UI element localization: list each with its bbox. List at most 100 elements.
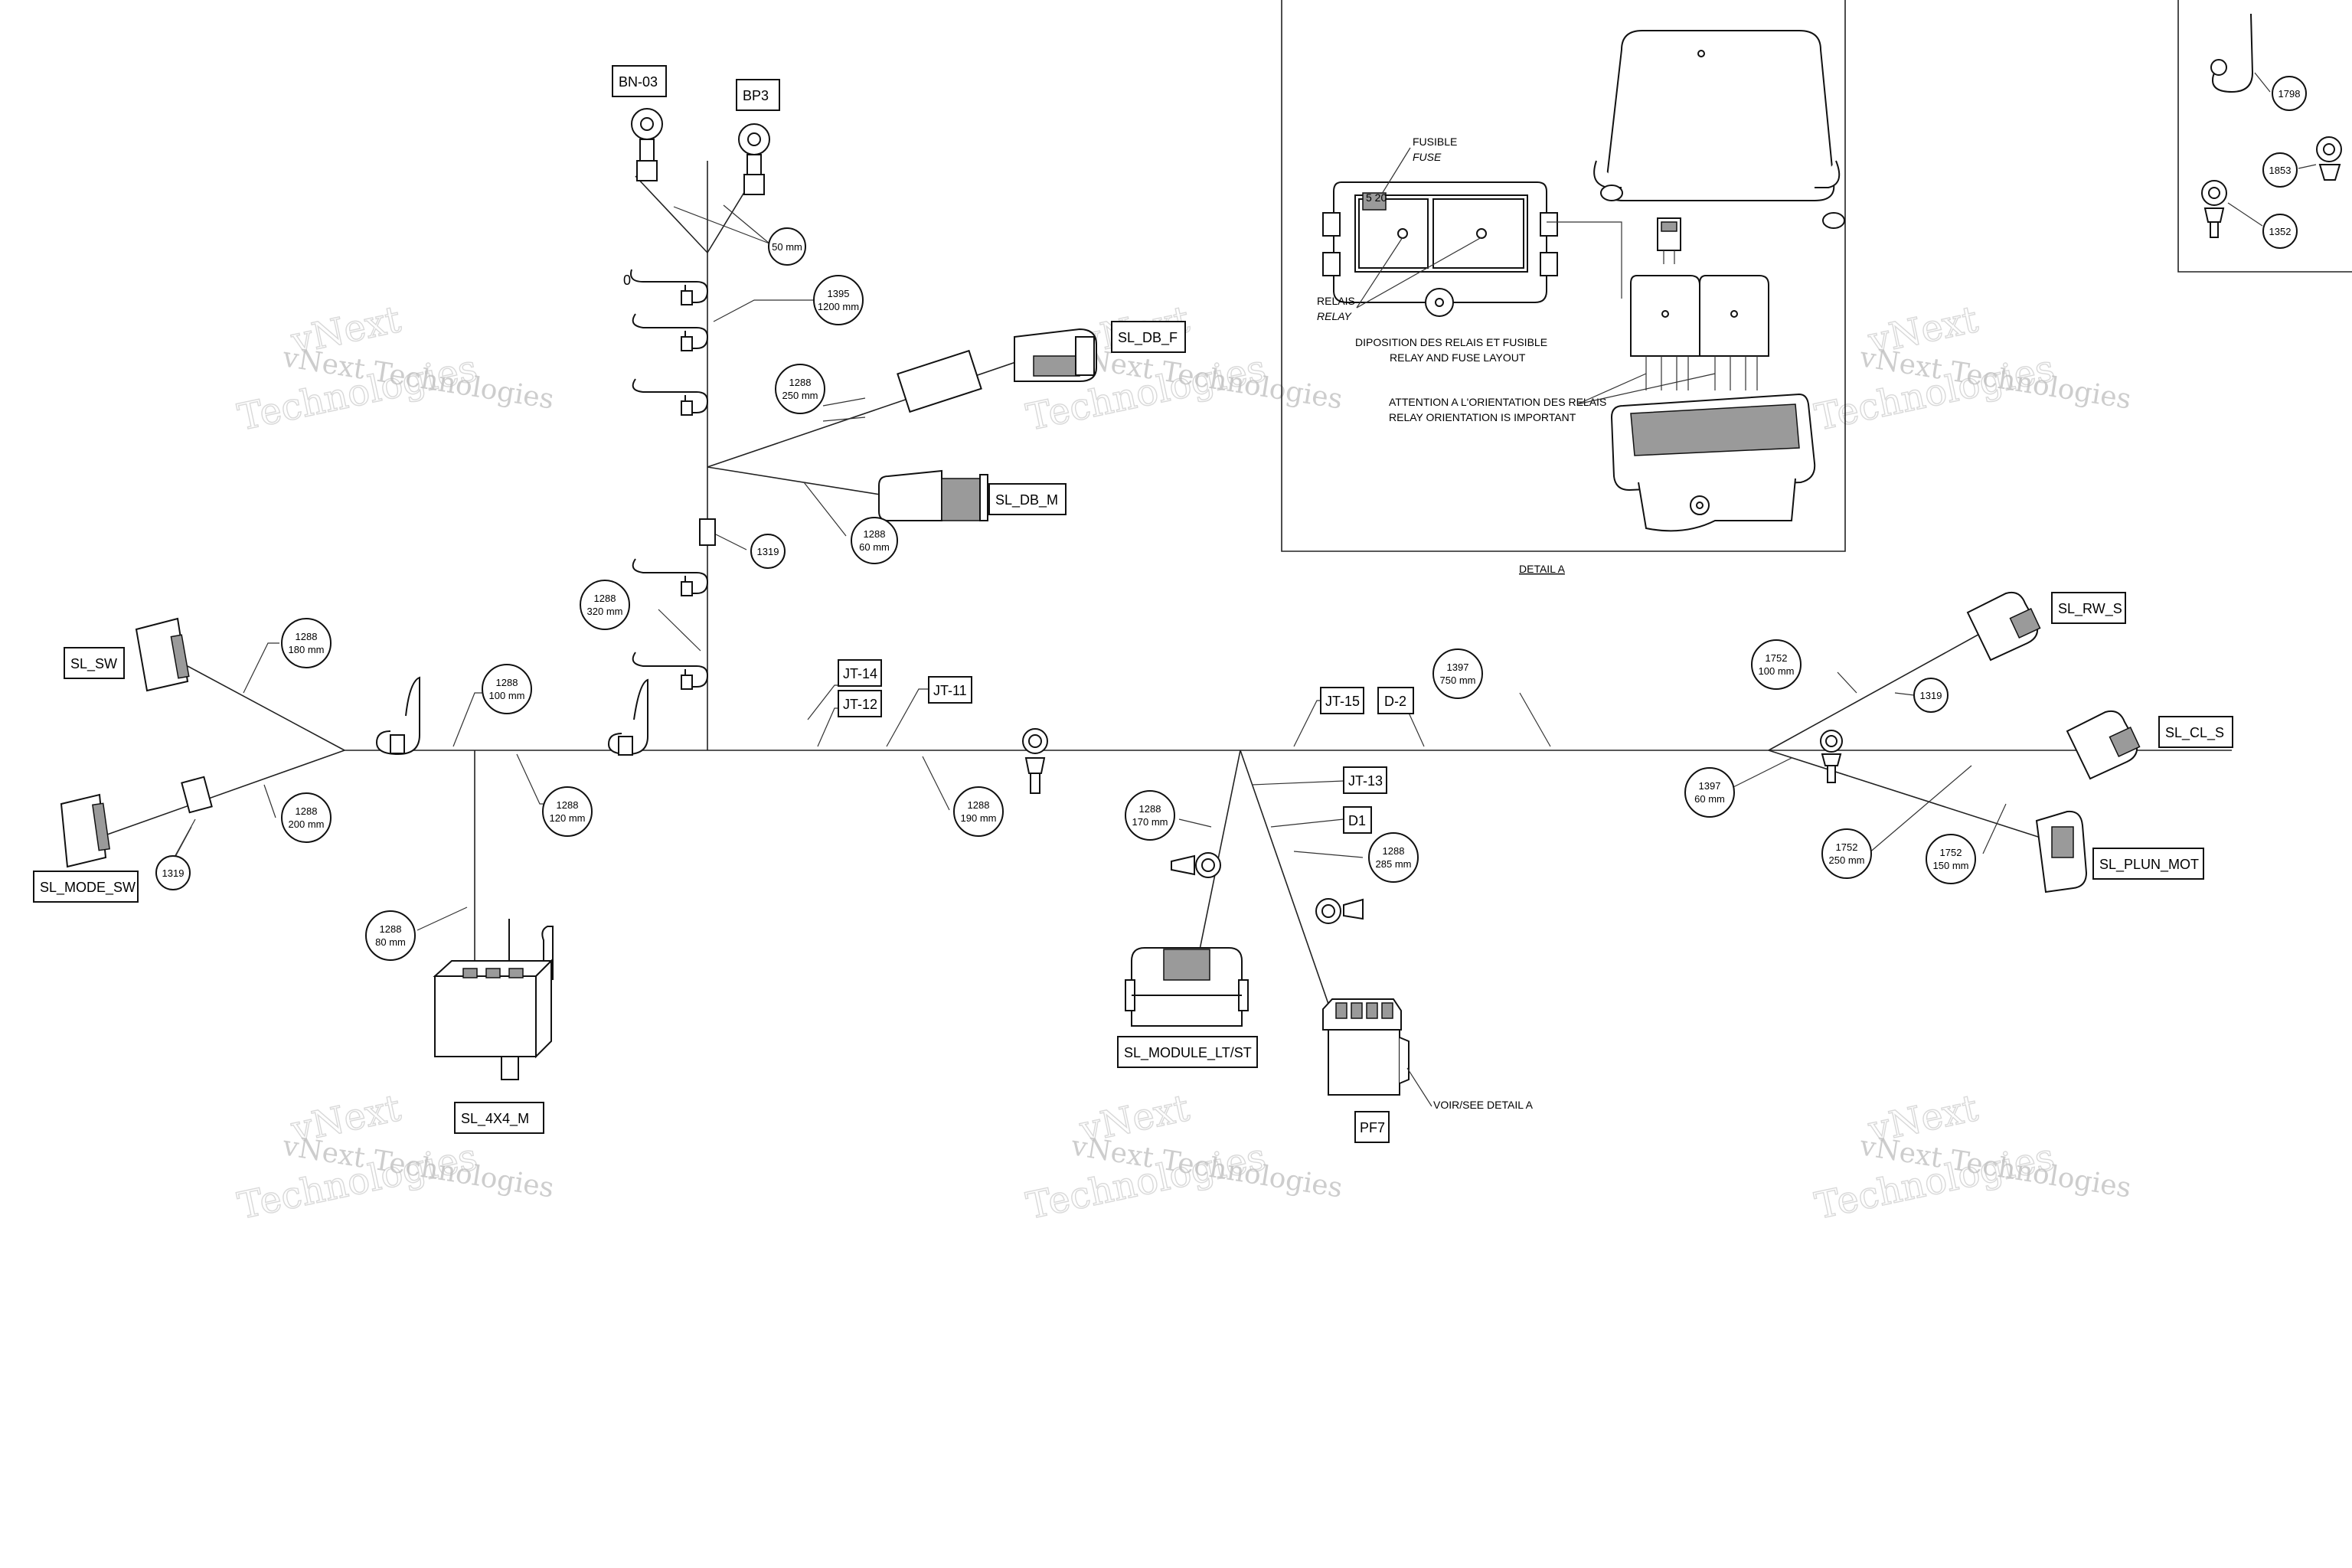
connector-sl-rw-s (1966, 591, 2041, 662)
wire-sl-rw-s (1768, 627, 1991, 751)
connector-label-box-sl-sw (64, 647, 125, 679)
connector-label-box-pf7 (1354, 1111, 1390, 1143)
mini-fuse-icon (1657, 217, 1681, 264)
detail-a-title: DETAIL A (1519, 563, 1566, 575)
junction-label-jt11: JT-11 (933, 683, 967, 698)
junction-label-jt14: JT-14 (843, 666, 877, 681)
connector-label-box-sl-db-m (988, 483, 1067, 515)
junction-label-d1: D1 (1348, 813, 1366, 828)
connector-label-sl-mode-sw: SL_MODE_SW (40, 880, 136, 896)
junction-box-d2 (1377, 687, 1414, 714)
connector-label-box-sl-cl-s (2158, 716, 2233, 748)
svg-text:250 mm: 250 mm (782, 390, 818, 401)
fuse-box-base (1610, 393, 1816, 532)
attention-label-fr: ATTENTION A L'ORIENTATION DES RELAIS (1389, 396, 1606, 408)
part-bubble: 1288 250 mm (775, 364, 825, 414)
svg-text:1288: 1288 (296, 805, 318, 817)
hardware-inset-frame (2177, 0, 2352, 273)
watermark-bottom-right: vNext Technologies vNext Technologies (1811, 1086, 2133, 1228)
part-bubble: 1853 (2262, 152, 2298, 188)
connector-label-box-sl-rw-s (2051, 592, 2126, 624)
svg-text:1319: 1319 (1920, 690, 1942, 701)
hardware-inset: 1798 1853 1352 (2177, 0, 2352, 273)
push-clip-icon (2201, 180, 2227, 238)
p-clamp-icon (607, 678, 648, 756)
wire-sl-sw (187, 665, 345, 751)
svg-text:1853: 1853 (2269, 165, 2292, 176)
junction-box-jt11 (928, 676, 972, 704)
svg-text:320 mm: 320 mm (587, 606, 623, 617)
svg-text:170 mm: 170 mm (1132, 816, 1168, 828)
detail-a-panel: FUSIBLE FUSE 5 20 RELAIS RELAY DIPOSITIO… (1281, 0, 1846, 575)
leader-lines (169, 204, 2007, 931)
watermark-top-right: vNext Technologies vNext Technologies (1811, 297, 2133, 439)
wire-pf7 (1240, 750, 1337, 1027)
svg-text:1288: 1288 (789, 377, 812, 388)
push-clip-icon (2316, 136, 2342, 181)
part-bubble: 1319 (155, 855, 191, 890)
svg-text:1288: 1288 (864, 528, 886, 540)
p-clamp-icon (2210, 13, 2254, 93)
heat-shrink-sleeve (897, 349, 982, 413)
svg-text:1288: 1288 (380, 923, 402, 935)
fuse-box-cover (1593, 30, 1845, 229)
wire-module (1197, 750, 1241, 958)
connector-label-pf7: PF7 (1360, 1120, 1385, 1135)
connector-label-box-bn03 (612, 65, 667, 97)
part-bubble: 50 mm (768, 227, 806, 266)
wire-sl-mode-sw (106, 750, 345, 835)
svg-text:1288: 1288 (968, 799, 990, 811)
wire-bn03 (635, 175, 708, 253)
svg-text:1319: 1319 (162, 867, 185, 879)
svg-text:1395: 1395 (828, 288, 850, 299)
connector-label-sl-4x4-m: SL_4X4_M (461, 1111, 529, 1127)
part-bubble: 1288 180 mm (281, 618, 332, 668)
attention-label-en: RELAY ORIENTATION IS IMPORTANT (1389, 411, 1576, 423)
junction-label-d2: D-2 (1384, 694, 1406, 709)
push-clip-icon (1820, 730, 1843, 783)
p-clamp-icon (632, 378, 709, 416)
watermark-bottom-center: vNext Technologies vNext Technologies (1022, 1086, 1344, 1228)
svg-text:1288: 1288 (557, 799, 579, 811)
harness-wires (106, 161, 2232, 1027)
connector-label-box-bp3 (736, 79, 780, 111)
svg-text:180 mm: 180 mm (289, 644, 325, 655)
svg-text:80 mm: 80 mm (375, 936, 406, 948)
connector-sl-mode-sw (60, 793, 110, 868)
svg-text:1288: 1288 (296, 631, 318, 642)
svg-text:120 mm: 120 mm (550, 812, 586, 824)
junction-label-jt15: JT-15 (1325, 694, 1360, 709)
svg-text:285 mm: 285 mm (1376, 858, 1412, 870)
connector-label-sl-sw: SL_SW (70, 656, 117, 672)
svg-text:1397: 1397 (1699, 780, 1721, 792)
connector-label-box-sl-4x4-m (454, 1102, 544, 1134)
svg-text:1319: 1319 (757, 546, 779, 557)
watermark-top-left: vNext Technologies vNext Technologies (234, 297, 556, 439)
svg-text:50 mm: 50 mm (772, 241, 802, 253)
push-clip-icon (1022, 728, 1048, 794)
part-bubble: 1319 (750, 534, 786, 569)
svg-text:100 mm: 100 mm (1759, 665, 1795, 677)
p-clamp-icon (632, 313, 709, 351)
connector-sl-db-m (878, 469, 988, 521)
ring-terminal-bn03 (631, 108, 663, 181)
connector-label-sl-db-m: SL_DB_M (995, 492, 1058, 508)
part-bubble: 1319 (1913, 678, 1949, 713)
layout-label-en: RELAY AND FUSE LAYOUT (1390, 351, 1526, 364)
connector-label-box-sl-module (1117, 1036, 1258, 1068)
detail-a-frame (1281, 0, 1846, 552)
svg-text:1752: 1752 (1766, 652, 1788, 664)
junction-label-jt12: JT-12 (843, 697, 877, 712)
svg-text:1200 mm: 1200 mm (818, 301, 859, 312)
fuse-box-top-view (1322, 181, 1558, 317)
